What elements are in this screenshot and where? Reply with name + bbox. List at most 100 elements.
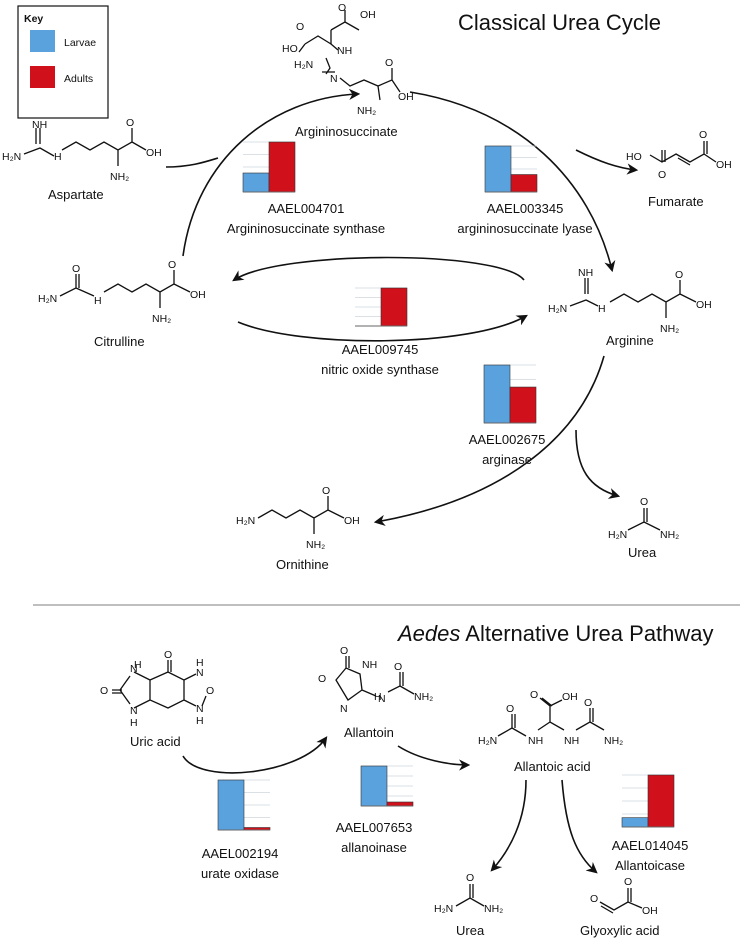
enzyme-id-aael004701: AAEL004701 xyxy=(268,201,345,216)
arrow-to-urea-2 xyxy=(490,779,527,872)
label-arginine: Arginine xyxy=(606,333,654,348)
label-aspartate: Aspartate xyxy=(48,187,104,202)
atom-oh: OH xyxy=(398,91,414,103)
atom-h2n: H₂N xyxy=(2,151,21,163)
enzyme-name-urate-oxidase: urate oxidase xyxy=(201,866,279,881)
uric-acid-structure: H N N H O O N H N H O xyxy=(100,649,214,729)
enzyme-id-aael007653: AAEL007653 xyxy=(336,820,413,835)
bar-larvae-aael002675 xyxy=(483,364,511,424)
enzyme-name-allanoinase: allanoinase xyxy=(341,840,407,855)
atom-h: H xyxy=(130,717,138,729)
fumarate-structure: HO O O OH xyxy=(626,129,732,181)
label-allantoin: Allantoin xyxy=(344,725,394,740)
bar-chart-aael014045 xyxy=(621,774,675,828)
label-ornithine: Ornithine xyxy=(276,557,329,572)
atom-nh: NH xyxy=(362,659,377,671)
urea-structure-1: H₂N O NH₂ xyxy=(608,496,679,541)
bar-adults-aael009745 xyxy=(380,287,408,327)
glyoxylic-acid-structure: O O OH xyxy=(590,876,658,917)
atom-o: O xyxy=(624,876,632,888)
atom-oh: OH xyxy=(716,159,732,171)
atom-n: N xyxy=(340,703,348,715)
bar-chart-aael002675 xyxy=(483,364,537,424)
atom-o: O xyxy=(318,673,326,685)
atom-h: H xyxy=(54,151,62,163)
legend-label-larvae: Larvae xyxy=(64,37,96,49)
arrow-to-glyoxylic-acid xyxy=(561,779,598,874)
arrow-arginine-to-ornithine xyxy=(373,355,605,526)
atom-h: H xyxy=(374,691,382,703)
reaction-arrows xyxy=(165,88,639,874)
atom-o: O xyxy=(206,685,214,697)
enzyme-id-aael002675: AAEL002675 xyxy=(469,432,546,447)
arrow-allantoin-to-allantoic-acid xyxy=(397,745,471,771)
atom-o: O xyxy=(385,57,393,69)
label-fumarate: Fumarate xyxy=(648,194,704,209)
atom-o: O xyxy=(699,129,707,141)
atom-o: O xyxy=(322,485,330,497)
atom-h2n: H₂N xyxy=(478,735,497,747)
legend: Key Larvae Adults xyxy=(17,5,109,119)
allantoin-structure: O O NH N H N O NH₂ xyxy=(318,645,433,715)
classical-title: Classical Urea Cycle xyxy=(458,10,661,35)
bar-larvae-aael004701 xyxy=(242,172,270,193)
atom-nh2: NH₂ xyxy=(660,323,679,335)
atom-oh: OH xyxy=(642,905,658,917)
atom-nh2: NH₂ xyxy=(306,539,325,551)
atom-h: H xyxy=(196,715,204,727)
bar-adults-aael007653 xyxy=(386,801,414,807)
atom-nh2: NH₂ xyxy=(110,171,129,183)
arrow-citrulline-to-argininosuccinate xyxy=(182,88,361,257)
enzyme-id-aael002194: AAEL002194 xyxy=(202,846,279,861)
atom-oh: OH xyxy=(146,147,162,159)
atom-h2n: H₂N xyxy=(548,303,567,315)
atom-oh: OH xyxy=(696,299,712,311)
enzyme-expression-charts xyxy=(217,141,675,831)
label-allantoic-acid: Allantoic acid xyxy=(514,759,591,774)
legend-swatch-larvae xyxy=(30,30,55,52)
arrow-to-fumarate xyxy=(575,149,639,175)
allantoic-acid-structure: H₂N O NH O OH NH O NH₂ xyxy=(478,689,623,747)
atom-o: O xyxy=(506,703,514,715)
atom-n: N xyxy=(196,667,204,679)
citrulline-structure: H₂N O H O OH NH₂ xyxy=(38,259,206,325)
ornithine-structure: H₂N O OH NH₂ xyxy=(236,485,360,551)
atom-oh: OH xyxy=(360,9,376,21)
legend-heading: Key xyxy=(24,13,43,25)
bar-chart-aael004701 xyxy=(242,141,296,193)
enzyme-id-aael014045: AAEL014045 xyxy=(612,838,689,853)
enzyme-name-nitric-oxide-synthase: nitric oxide synthase xyxy=(321,362,439,377)
atom-h2n: H₂N xyxy=(608,529,627,541)
bar-larvae-aael007653 xyxy=(360,765,388,807)
bar-larvae-aael002194 xyxy=(217,779,245,831)
atom-nh: NH xyxy=(564,735,579,747)
enzyme-name-allantoicase: Allantoicase xyxy=(615,858,685,873)
bar-adults-aael014045 xyxy=(647,774,675,828)
aspartate-structure: NH H₂N H O OH NH₂ xyxy=(2,117,162,183)
arrow-citrulline-to-arginine xyxy=(237,314,528,342)
urea-structure-2: H₂N O NH₂ xyxy=(434,872,503,915)
bar-chart-aael002194 xyxy=(217,779,271,831)
bar-adults-aael002675 xyxy=(509,386,537,424)
atom-oh: OH xyxy=(190,289,206,301)
atom-oh: OH xyxy=(344,515,360,527)
atom-nh: NH xyxy=(578,267,593,279)
label-citrulline: Citrulline xyxy=(94,334,145,349)
atom-h: H xyxy=(94,295,102,307)
label-argininosuccinate: Argininosuccinate xyxy=(295,124,398,139)
atom-nh2: NH₂ xyxy=(484,903,503,915)
atom-n: N xyxy=(196,703,204,715)
atom-ho: HO xyxy=(626,151,642,163)
atom-nh2: NH₂ xyxy=(152,313,171,325)
enzyme-name-arginase: arginase xyxy=(482,452,532,467)
arrow-arginine-to-citrulline xyxy=(232,256,525,282)
atom-n: N xyxy=(130,705,138,717)
arginine-structure: NH H₂N H O OH NH₂ xyxy=(548,267,712,335)
atom-h2n: H₂N xyxy=(38,293,57,305)
bar-chart-aael003345 xyxy=(484,145,538,193)
atom-n: N xyxy=(330,73,338,85)
atom-o: O xyxy=(584,697,592,709)
alternative-title: Aedes Alternative Urea Pathway xyxy=(396,621,714,646)
atom-oh: OH xyxy=(562,691,578,703)
bar-adults-aael003345 xyxy=(510,174,538,193)
